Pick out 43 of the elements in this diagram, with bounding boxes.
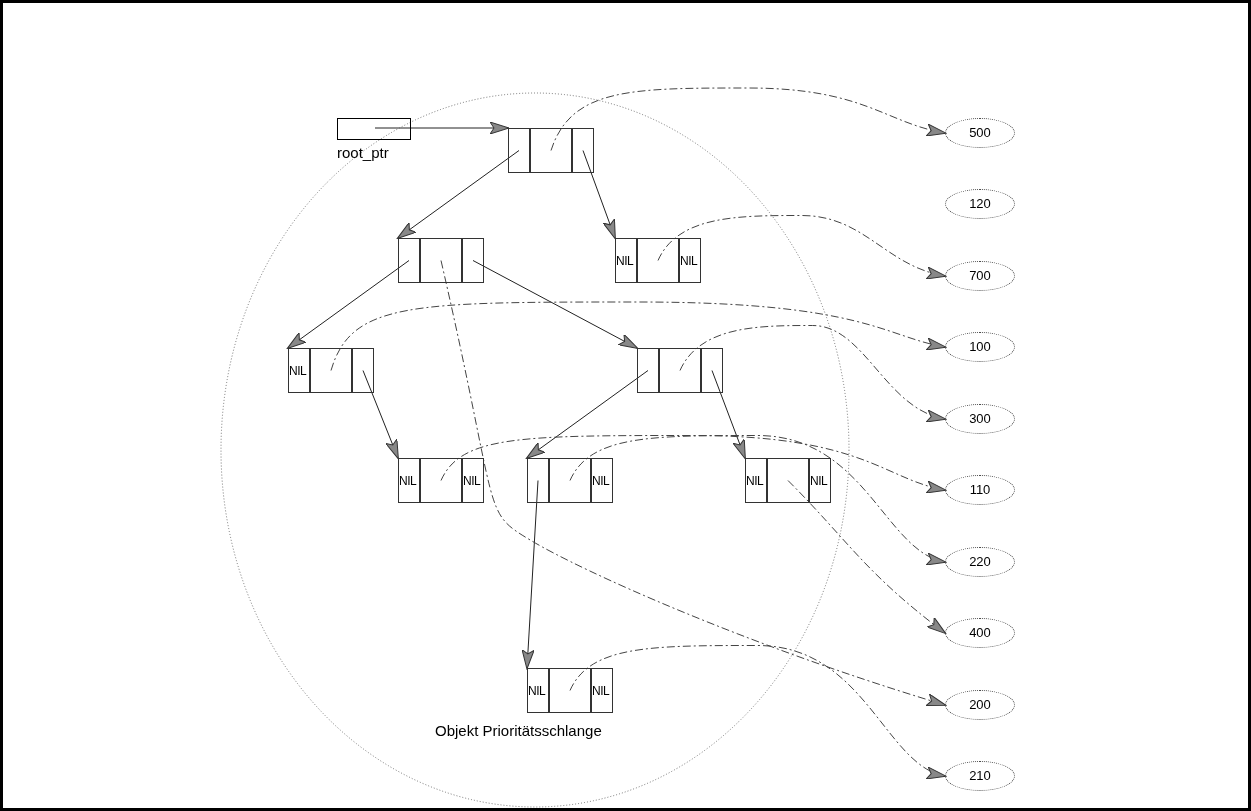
- record-box: [398, 458, 484, 503]
- record-cell: [530, 128, 572, 173]
- arrow: [582, 150, 616, 240]
- arrow: [711, 370, 746, 460]
- record-cell: [310, 348, 352, 393]
- record-box: [527, 668, 613, 713]
- arrow: [525, 370, 649, 460]
- arrow: [569, 645, 947, 777]
- record-cell: NIL: [745, 458, 767, 503]
- record-cell: NIL: [462, 458, 484, 503]
- record-cell: [637, 238, 679, 283]
- arrow: [396, 150, 520, 240]
- arrow: [374, 121, 510, 135]
- record-cell: NIL: [288, 348, 310, 393]
- record-cell: NIL: [809, 458, 831, 503]
- arrow: [286, 260, 410, 350]
- arrow: [472, 260, 639, 349]
- arrow: [330, 301, 947, 371]
- pointer-label: root_ptr: [337, 143, 389, 163]
- arrow: [362, 370, 399, 460]
- record-cell: NIL: [591, 668, 613, 713]
- record-box: [745, 458, 831, 503]
- record-cell: [659, 348, 701, 393]
- record-cell: [420, 458, 462, 503]
- arrow: [569, 435, 947, 563]
- arrow: [657, 215, 947, 279]
- arrow: [679, 325, 947, 421]
- record-cell: NIL: [527, 668, 549, 713]
- record-cell: NIL: [398, 458, 420, 503]
- record-cell: NIL: [591, 458, 613, 503]
- group-caption: Objekt Prioritätsschlange: [435, 721, 602, 741]
- arrow: [550, 87, 947, 151]
- record-cell: [549, 458, 591, 503]
- record-cell: [549, 668, 591, 713]
- record-cell: [420, 238, 462, 283]
- record-box: [615, 238, 701, 283]
- arrow: [521, 480, 539, 670]
- arrow: [787, 480, 947, 635]
- arrow: [440, 260, 947, 706]
- record-cell: NIL: [679, 238, 701, 283]
- record-cell: [767, 458, 809, 503]
- record-cell: NIL: [615, 238, 637, 283]
- arrow: [440, 435, 947, 493]
